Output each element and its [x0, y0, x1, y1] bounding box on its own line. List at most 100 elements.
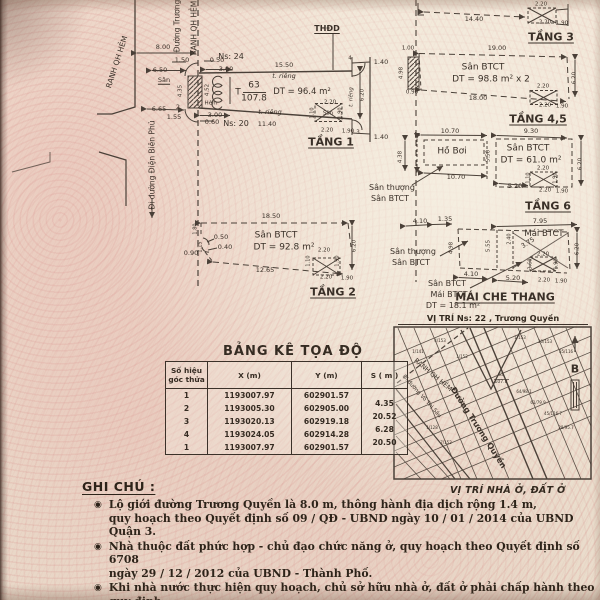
- dimension-label: 3.00: [207, 110, 223, 119]
- dimension-label: 0.60: [204, 117, 220, 126]
- dimension-label: 1.90: [555, 20, 569, 27]
- dimension-label: 1.90: [341, 128, 355, 135]
- table-cell: 602914.28: [291, 428, 362, 441]
- dimension-label: 0.50: [209, 55, 225, 64]
- floor6-area: DT = 61.0 m²: [500, 155, 562, 166]
- dimension-label: t. riêng: [272, 71, 296, 80]
- table-cell: 602901.57: [291, 388, 362, 402]
- dimension-label: 2.20: [538, 102, 552, 109]
- note-line: Lộ giới đường Trương Quyền là 8.0 m, thô…: [108, 498, 537, 511]
- dimension-label: 1.90: [555, 188, 569, 195]
- table-cell: 6.28: [361, 423, 408, 436]
- dimension-label: Sân BTCT: [506, 143, 550, 154]
- dimension-label: 4.38: [397, 150, 404, 164]
- dimension-label: 19.00: [487, 43, 507, 52]
- dimension-label: 1.10: [525, 172, 532, 184]
- dimension-label: 18.50: [261, 211, 281, 220]
- dimension-label: 5.20: [505, 273, 521, 282]
- dimension-label: 4: [348, 55, 352, 62]
- dimension-label: 15.50: [274, 60, 294, 69]
- dimension-label: 1.10: [309, 107, 316, 119]
- dimension-label: 2.20: [319, 274, 333, 281]
- dimension-label: 5.20: [507, 181, 523, 190]
- table-header-cell: Y (m): [291, 361, 362, 389]
- dimension-label: T: [235, 87, 241, 98]
- table-cell: 1193024.05: [207, 428, 292, 441]
- dimension-label: 11.40: [257, 119, 277, 128]
- dimension-label: 4.10: [412, 216, 428, 225]
- dimension-label: 3.75: [519, 235, 537, 251]
- dimension-label: 1.90: [337, 107, 344, 119]
- dimension-label: 1.55: [166, 112, 182, 121]
- dimension-label: 4/153: [434, 338, 446, 343]
- dimension-label: 28/95.7: [558, 425, 574, 430]
- bullet-icon: ◉: [94, 500, 102, 510]
- dimension-label: 61/79.9: [530, 400, 546, 405]
- dimension-label: 2.20: [536, 251, 550, 258]
- dimension-label: 1.10: [305, 255, 312, 267]
- dimension-label: 4.98: [448, 241, 455, 255]
- dimension-label: 6.20: [574, 242, 581, 256]
- floor45-title: TẦNG 4,5: [509, 112, 567, 126]
- dimension-label: 1.90: [334, 255, 341, 267]
- pool-label: Hồ Bơi: [437, 146, 467, 157]
- dimension-label: 6.20: [571, 71, 578, 85]
- dimension-label: t. riêng: [258, 107, 282, 116]
- thdd-label: THĐD: [314, 24, 340, 33]
- table-cell: 1193005.30: [207, 402, 292, 415]
- dimension-label: 2.20: [536, 83, 550, 90]
- dimension-label: 1.90: [554, 278, 568, 285]
- table-cell: 3: [183, 417, 190, 426]
- floor3-title: TẦNG 3: [528, 30, 574, 44]
- dimension-label: Sân BTCT: [392, 258, 430, 267]
- map-title: VỊ TRÍ Ns: 22 , Trương Quyền: [398, 313, 588, 325]
- table-cell: 602905.00: [291, 402, 362, 415]
- dimension-label: 5.50: [485, 149, 492, 163]
- dimension-label: Sân: [157, 75, 171, 84]
- dimension-label: 2: [175, 102, 181, 111]
- dimension-label: 4.52: [204, 83, 211, 97]
- table-cell: 1193020.13: [207, 415, 292, 428]
- dimension-label: 1.00: [401, 45, 415, 52]
- dimension-label: 1.90: [555, 103, 569, 110]
- to-dien-bien-phu-label: Đi đường Điện Biên Phủ: [147, 120, 157, 210]
- table-cell: 1: [183, 391, 190, 400]
- dimension-label: 2.20: [538, 19, 552, 26]
- dimension-label: 0.50: [213, 232, 229, 241]
- dimension-label: 18.00: [468, 93, 488, 102]
- dimension-label: 5.55: [485, 239, 492, 253]
- dimension-label: Mái BTCT: [430, 290, 468, 299]
- alley-boundary-label: RANH QH HẺM: [104, 34, 130, 90]
- floor1-area: DT = 96.4 m²: [273, 86, 331, 97]
- dimension-label: 6.20: [351, 239, 358, 253]
- dimension-label: 3.00: [218, 64, 234, 73]
- dimension-label: Mái BTCT: [524, 228, 564, 239]
- map-caption: VỊ TRÍ NHÀ Ở, ĐẤT Ở: [450, 485, 566, 496]
- stair-roof-area: DT = 18.1 m²: [425, 301, 481, 310]
- dimension-label: 107.8: [241, 93, 267, 104]
- bullet-icon: ◉: [94, 583, 102, 593]
- table-cell: 602901.57: [291, 441, 362, 455]
- dimension-label: 1/153: [514, 335, 526, 340]
- dimension-label: 30/153: [537, 339, 553, 344]
- dimension-label: 35/116: [558, 349, 574, 354]
- table-cell: 1193007.97: [207, 388, 292, 402]
- dimension-label: 4.98: [398, 66, 405, 80]
- dimension-label: 1/141: [412, 349, 424, 354]
- dimension-label: Sân: [322, 110, 334, 117]
- dimension-label: 4.35: [177, 84, 184, 98]
- dimension-label: 1.80: [192, 223, 199, 235]
- dimension-label: t. riêng: [348, 87, 355, 107]
- dimension-label: 2.20: [537, 277, 551, 284]
- dimension-label: 1.15: [197, 241, 204, 253]
- dimension-label: 1.90: [553, 258, 560, 270]
- map-street-label: Đường Trương Quyền: [448, 385, 509, 470]
- note-item: ◉Khi nhà nước thực hiện quy hoạch, chủ s…: [82, 581, 598, 600]
- dimension-label: 9.30: [523, 126, 539, 135]
- dimension-label: 10.70: [440, 126, 460, 135]
